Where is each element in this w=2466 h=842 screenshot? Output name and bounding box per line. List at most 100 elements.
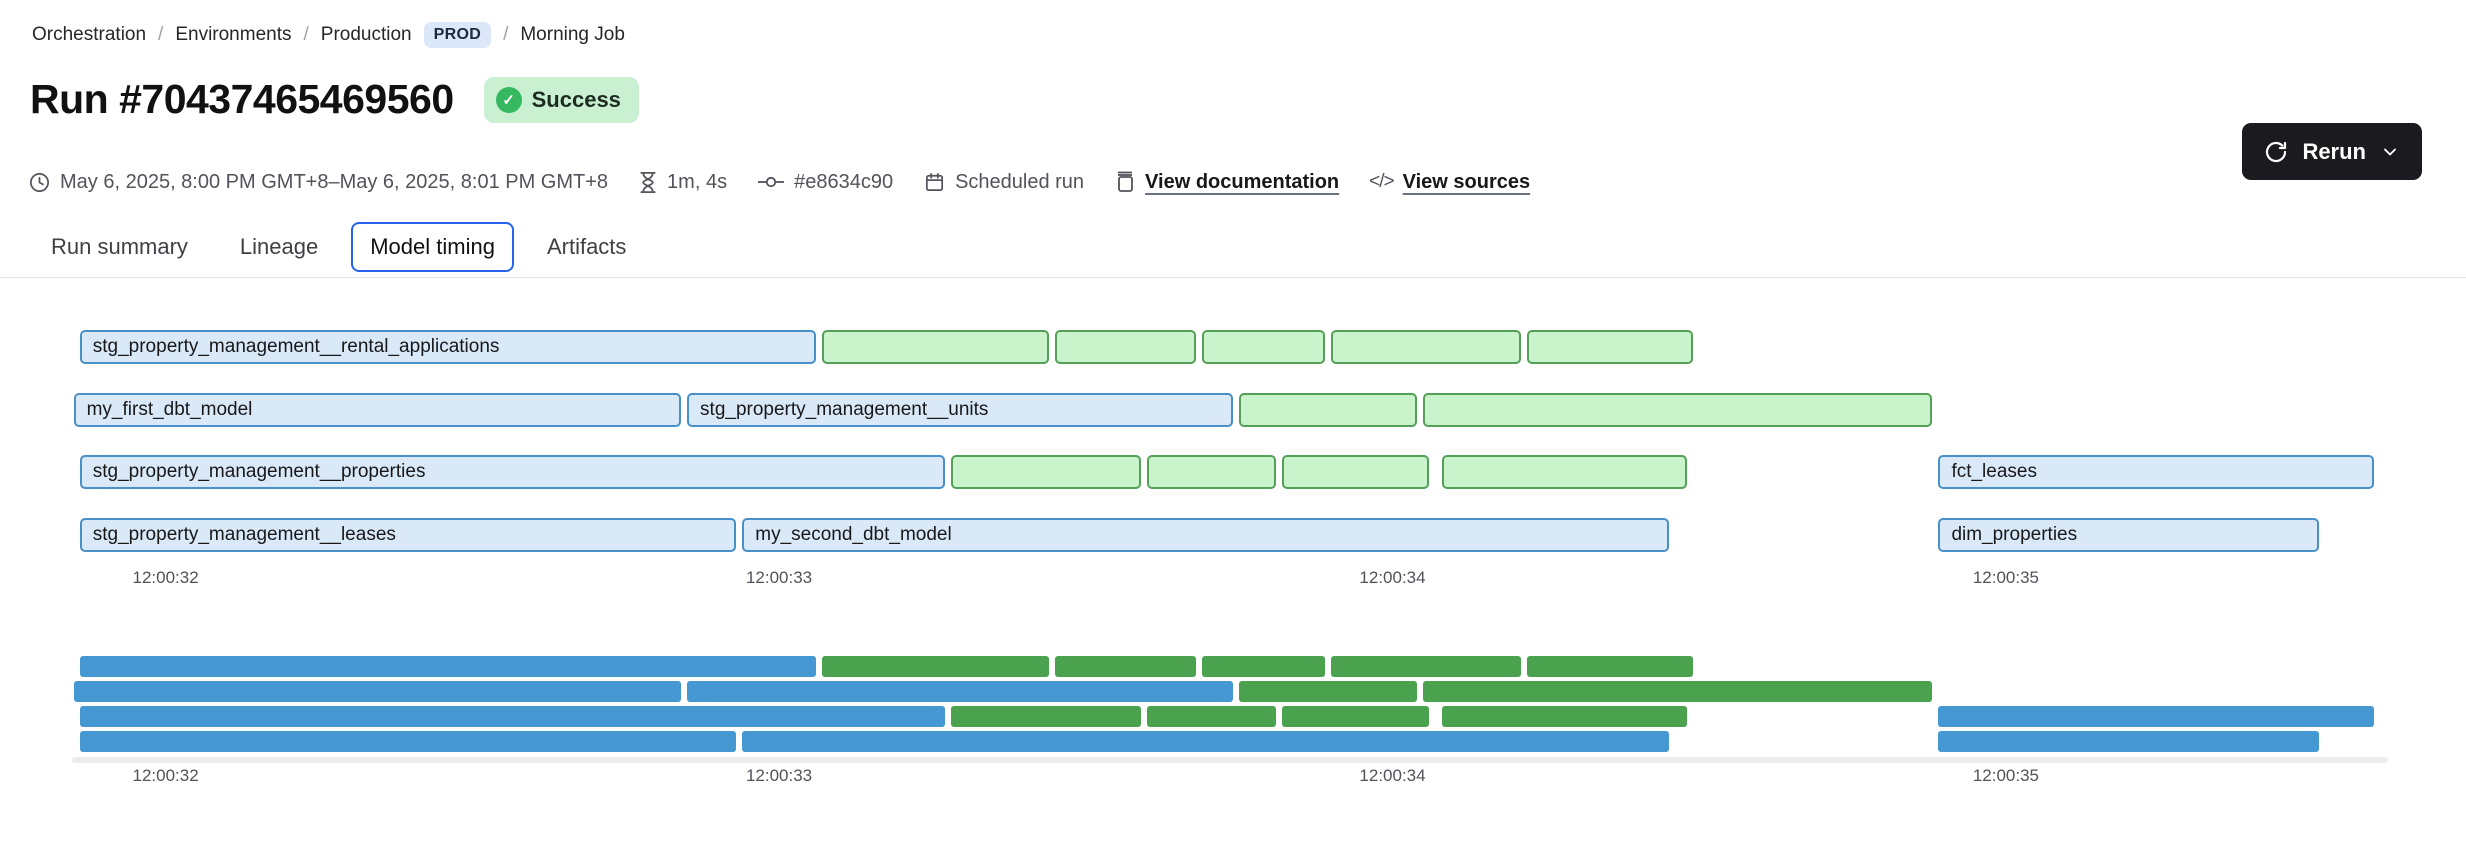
- breadcrumb-orchestration[interactable]: Orchestration: [32, 24, 147, 45]
- breadcrumb-environments[interactable]: Environments: [175, 24, 292, 45]
- rerun-button[interactable]: Rerun: [2242, 123, 2422, 180]
- gantt-bar[interactable]: [1055, 330, 1197, 364]
- gantt-bar-label: dim_properties: [1951, 524, 2078, 545]
- minimap-bar: [73, 681, 681, 702]
- gantt-chart: stg_property_management__rental_applicat…: [0, 330, 2466, 554]
- run-meta-row: May 6, 2025, 8:00 PM GMT+8–May 6, 2025, …: [28, 170, 1530, 194]
- minimap-bar: [742, 731, 1669, 752]
- minimap-bar: [1282, 706, 1430, 727]
- breadcrumb-separator: /: [503, 24, 509, 45]
- breadcrumb-separator: /: [158, 24, 164, 45]
- gantt-bar-label: stg_property_management__properties: [92, 461, 426, 482]
- page-title: Run #70437465469560: [30, 76, 454, 122]
- breadcrumb-morning-job[interactable]: Morning Job: [520, 24, 625, 45]
- minimap-bar: [79, 731, 737, 752]
- view-documentation-link[interactable]: View documentation: [1145, 170, 1340, 193]
- gantt-bar[interactable]: stg_property_management__leases: [79, 518, 737, 552]
- gantt-bar[interactable]: fct_leases: [1938, 455, 2374, 489]
- gantt-axis: 12:00:32 12:00:33 12:00:34 12:00:35: [0, 568, 2466, 592]
- view-sources: </> View sources: [1369, 171, 1530, 194]
- success-check-icon: ✓: [495, 86, 522, 113]
- minimap-bar: [1147, 706, 1276, 727]
- title-row: Run #70437465469560 ✓ Success: [30, 76, 639, 123]
- tab-run-summary[interactable]: Run summary: [51, 234, 188, 259]
- axis-tick-label: 12:00:33: [745, 568, 813, 587]
- axis-tick-label: 12:00:33: [745, 766, 813, 785]
- gantt-bar[interactable]: stg_property_management__units: [687, 393, 1233, 427]
- code-icon: </>: [1369, 171, 1395, 192]
- gantt-bar[interactable]: [950, 455, 1141, 489]
- minimap-bar: [1055, 656, 1197, 677]
- rerun-button-label: Rerun: [2302, 138, 2366, 164]
- run-trigger-text: Scheduled run: [955, 170, 1085, 193]
- refresh-icon: [2264, 140, 2288, 164]
- gantt-bar-label: stg_property_management__rental_applicat…: [92, 336, 500, 357]
- minimap-bar: [950, 706, 1141, 727]
- gantt-bar-label: stg_property_management__units: [700, 399, 989, 420]
- run-trigger: Scheduled run: [923, 171, 1084, 194]
- gantt-bar[interactable]: stg_property_management__properties: [79, 455, 945, 489]
- gantt-bar[interactable]: [1441, 455, 1687, 489]
- commit-hash: #e8634c90: [757, 171, 893, 194]
- breadcrumb: Orchestration / Environments / Productio…: [32, 22, 625, 48]
- prod-environment-badge: PROD: [423, 22, 492, 48]
- gantt-bar[interactable]: stg_property_management__rental_applicat…: [79, 330, 816, 364]
- gantt-bar[interactable]: [1527, 330, 1694, 364]
- view-documentation: View documentation: [1114, 170, 1339, 194]
- minimap-bar: [1441, 706, 1687, 727]
- minimap[interactable]: [0, 650, 2466, 754]
- status-badge: ✓ Success: [483, 76, 639, 123]
- axis-tick-label: 12:00:32: [132, 568, 199, 587]
- minimap-track[interactable]: [72, 757, 2388, 763]
- breadcrumb-production[interactable]: Production: [320, 24, 412, 45]
- clock-icon: [28, 171, 51, 194]
- minimap-bar: [1938, 731, 2319, 752]
- gantt-bar-label: my_second_dbt_model: [755, 524, 952, 545]
- breadcrumb-separator: /: [303, 24, 309, 45]
- minimap-bar: [79, 706, 945, 727]
- run-tabs: Run summary Lineage Model timing Artifac…: [32, 222, 645, 272]
- gantt-bar[interactable]: [1331, 330, 1522, 364]
- document-icon: [1114, 170, 1136, 194]
- hourglass-icon: [638, 171, 658, 194]
- minimap-bar: [1423, 681, 1933, 702]
- chevron-down-icon: [2380, 142, 2400, 162]
- gantt-bar-label: stg_property_management__leases: [92, 524, 396, 545]
- axis-tick-label: 12:00:34: [1359, 766, 1426, 785]
- gantt-bar[interactable]: [1202, 330, 1325, 364]
- gantt-bar[interactable]: my_first_dbt_model: [73, 393, 681, 427]
- gantt-bar[interactable]: [1239, 393, 1418, 427]
- gantt-bar[interactable]: [821, 330, 1049, 364]
- tab-artifacts[interactable]: Artifacts: [546, 234, 627, 259]
- minimap-bar: [1331, 656, 1522, 677]
- calendar-icon: [923, 171, 946, 194]
- tab-lineage[interactable]: Lineage: [239, 234, 319, 259]
- view-sources-link[interactable]: View sources: [1402, 170, 1531, 193]
- gantt-bar[interactable]: [1147, 455, 1276, 489]
- run-time-range-text: May 6, 2025, 8:00 PM GMT+8–May 6, 2025, …: [60, 170, 609, 193]
- gantt-bar-label: my_first_dbt_model: [86, 399, 253, 420]
- minimap-bar: [687, 681, 1233, 702]
- gantt-bar[interactable]: dim_properties: [1938, 518, 2319, 552]
- axis-tick-label: 12:00:32: [132, 766, 199, 785]
- run-time-range: May 6, 2025, 8:00 PM GMT+8–May 6, 2025, …: [28, 171, 608, 194]
- minimap-bar: [821, 656, 1049, 677]
- gantt-bar[interactable]: my_second_dbt_model: [742, 518, 1669, 552]
- commit-hash-text: #e8634c90: [794, 170, 894, 193]
- gantt-bar[interactable]: [1282, 455, 1430, 489]
- commit-icon: [757, 171, 785, 193]
- minimap-bar: [1239, 681, 1418, 702]
- tabs-divider: [0, 277, 2466, 278]
- run-duration-text: 1m, 4s: [667, 170, 728, 193]
- tab-model-timing[interactable]: Model timing: [351, 222, 514, 272]
- minimap-bar: [1202, 656, 1325, 677]
- axis-tick-label: 12:00:35: [1972, 568, 2039, 587]
- minimap-bar: [1527, 656, 1694, 677]
- minimap-axis: 12:00:32 12:00:33 12:00:34 12:00:35: [0, 766, 2466, 790]
- axis-tick-label: 12:00:35: [1972, 766, 2039, 785]
- run-duration: 1m, 4s: [638, 171, 727, 194]
- minimap-bar: [79, 656, 816, 677]
- axis-tick-label: 12:00:34: [1359, 568, 1426, 587]
- gantt-bar[interactable]: [1423, 393, 1933, 427]
